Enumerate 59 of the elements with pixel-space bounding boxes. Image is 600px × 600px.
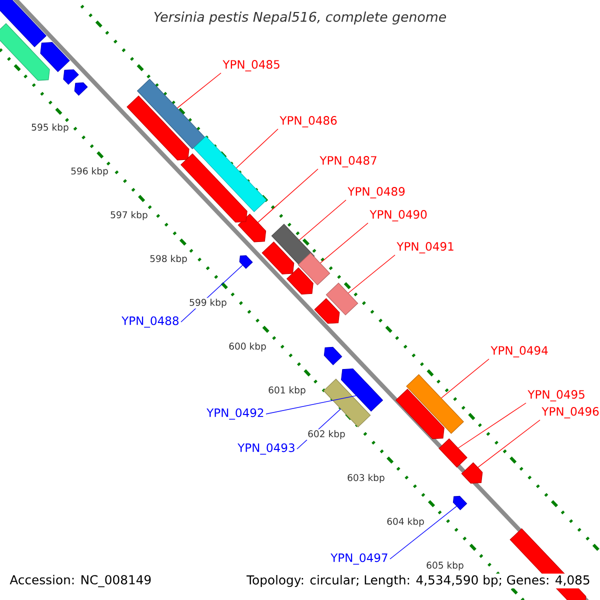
gene-label: YPN_0492: [206, 408, 264, 420]
gene-label: YPN_0495: [528, 390, 584, 402]
tick-label: 602 kbp: [306, 429, 346, 440]
gene-feature: [63, 69, 79, 85]
gene-feature: [324, 346, 342, 366]
gene-label: YPN_0485: [222, 60, 280, 72]
gene-label: YPN_0490: [370, 210, 427, 222]
leader-line: [390, 506, 457, 560]
tick-label: 600 kbp: [228, 342, 268, 352]
tick-label: 599 kbp: [188, 298, 228, 309]
leader-line: [478, 420, 540, 468]
leader-line: [299, 200, 346, 240]
gene-label: YPN_0486: [280, 116, 337, 128]
tick-label: 601 kbp: [267, 385, 307, 396]
gene-feature: [0, 23, 50, 81]
gene-label: YPN_0489: [348, 187, 405, 198]
gene-box: [298, 252, 330, 286]
tick-label: 596 kbp: [70, 166, 110, 178]
gene-box: [406, 374, 464, 434]
gene-label: YPN_0487: [320, 156, 376, 168]
gene-label: YPN_0491: [396, 242, 454, 254]
leader-line: [348, 254, 396, 294]
tick-label: 598 kbp: [148, 254, 188, 265]
gene-feature: [314, 298, 340, 324]
leader-line: [441, 358, 490, 398]
gene-feature: [239, 255, 253, 269]
gene-feature: [452, 496, 468, 510]
gene-feature: [461, 462, 483, 484]
gene-box: [193, 136, 267, 212]
gene-feature: [40, 42, 70, 72]
gene-label: YPN_0493: [238, 443, 294, 455]
leader-line: [258, 168, 318, 223]
gene-box: [438, 438, 468, 468]
footer-text: Topology: circular; Length: 4,534,590 bp; Genes: 4,085: [245, 574, 592, 588]
gene-label: YPN_0494: [490, 346, 548, 358]
gene-label: YPN_0497: [330, 553, 388, 565]
gene-feature: [395, 388, 444, 440]
tick-label: 597 kbp: [109, 210, 149, 221]
gene-feature: [238, 214, 266, 242]
gene-feature: [341, 368, 384, 412]
tick-label: 605 kbp: [425, 560, 465, 572]
leader-line: [458, 402, 526, 448]
footer-text: Accession: NC_008149: [8, 573, 153, 589]
gene-feature: [126, 96, 190, 160]
gene-label: YPN_0496: [542, 407, 599, 418]
leader-line: [320, 222, 368, 264]
gene-feature: [0, 0, 47, 48]
tick-label: 603 kbp: [346, 473, 386, 484]
leader-line: [236, 128, 278, 168]
gene-box: [323, 378, 371, 428]
gene-box: [326, 282, 358, 316]
gene-feature: [74, 82, 88, 96]
leader-line: [266, 395, 356, 414]
gene-feature: [180, 153, 248, 223]
tick-label: 604 kbp: [386, 516, 426, 528]
leader-line: [177, 72, 222, 108]
gene-label: YPN_0488: [122, 316, 179, 328]
title: Yersinia pestis Nepal516, complete genome: [154, 12, 446, 24]
tick-label: 595 kbp: [30, 122, 70, 134]
